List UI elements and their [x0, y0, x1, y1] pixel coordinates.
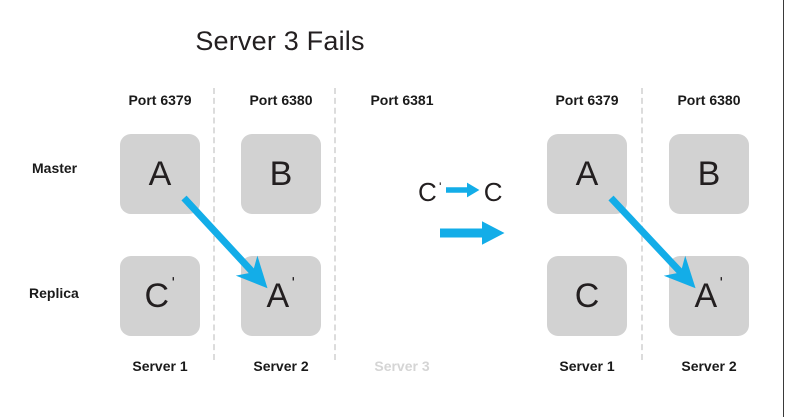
right-edge-rule [783, 0, 784, 417]
node-right-server1-master[interactable]: A [547, 134, 627, 214]
node-letter: A [148, 155, 172, 193]
node-left-server2-master[interactable]: B [241, 134, 321, 214]
node-glyph: B [669, 134, 749, 214]
node-glyph: A [120, 134, 200, 214]
port-label-left-0: Port 6379 [128, 92, 192, 108]
legend-from-prime: ˈ [437, 180, 443, 197]
node-letter: B [269, 155, 293, 193]
node-prime-mark: ˈ [290, 274, 297, 296]
row-label-replica: Replica [29, 285, 79, 301]
node-left-server1-master[interactable]: A [120, 134, 200, 214]
legend-from-node: Cˈ [418, 177, 443, 207]
server-label-left-1: Server 2 [253, 358, 309, 374]
arrow-right-icon [445, 182, 480, 203]
server-label-left-2: Server 3 [374, 358, 430, 374]
node-prime-mark: ˈ [718, 274, 725, 296]
port-label-right-1: Port 6380 [677, 92, 741, 108]
node-letter: A [266, 277, 290, 315]
node-glyph: C [547, 256, 627, 336]
node-right-server1-replica[interactable]: C [547, 256, 627, 336]
column-divider-left-1 [213, 88, 215, 360]
server-label-right-0: Server 1 [559, 358, 615, 374]
legend-promotion: Cˈ C [418, 174, 503, 210]
node-glyph: A [547, 134, 627, 214]
node-letter: C [144, 277, 170, 315]
port-label-left-2: Port 6381 [370, 92, 434, 108]
port-label-right-0: Port 6379 [555, 92, 619, 108]
legend-to-node: C [484, 179, 503, 205]
node-letter: B [697, 155, 721, 193]
column-divider-right-1 [641, 88, 643, 360]
arrow-right-icon [440, 220, 506, 251]
column-divider-left-2 [334, 88, 336, 360]
node-letter: C [574, 277, 600, 315]
node-glyph: B [241, 134, 321, 214]
server-label-left-0: Server 1 [132, 358, 188, 374]
legend-to-letter: C [483, 177, 503, 207]
port-label-left-1: Port 6380 [249, 92, 313, 108]
node-right-server2-master[interactable]: B [669, 134, 749, 214]
server-label-right-1: Server 2 [681, 358, 737, 374]
legend-from-letter: C [418, 177, 437, 207]
node-letter: A [575, 155, 599, 193]
row-label-master: Master [32, 160, 78, 176]
node-letter: A [694, 277, 718, 315]
page-title: Server 3 Fails [195, 26, 365, 56]
node-prime-mark: ˈ [170, 274, 177, 296]
